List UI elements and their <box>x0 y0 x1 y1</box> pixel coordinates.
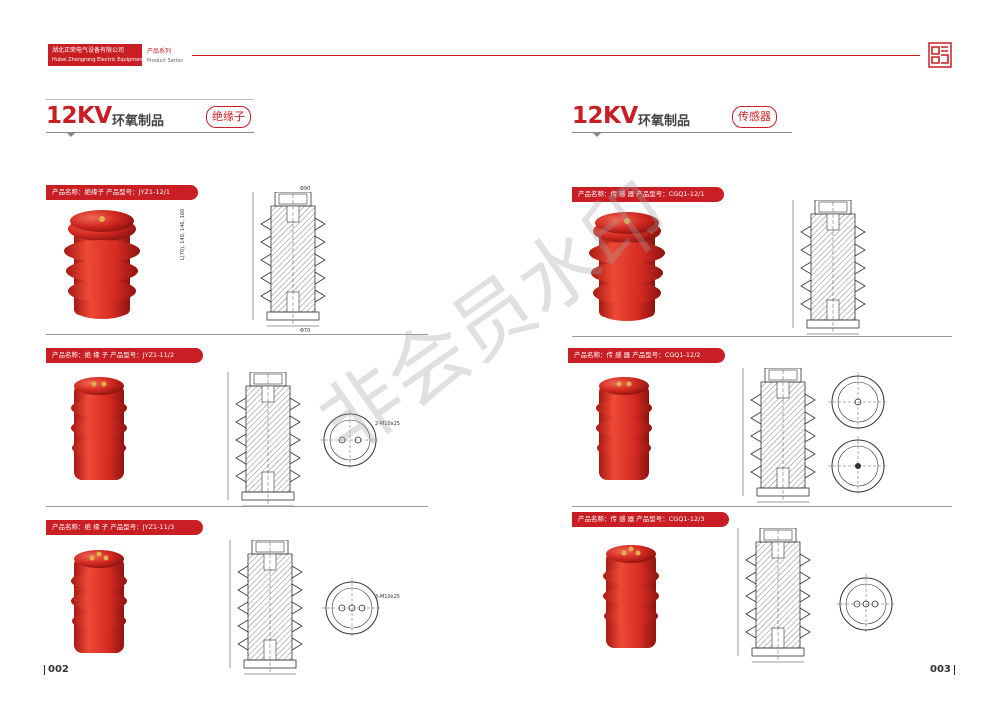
insulator-photo <box>64 210 140 319</box>
right-section-title: 12KV 环氧制品 传感器 <box>572 99 794 139</box>
section-drawing <box>229 540 303 675</box>
section-drawing <box>252 192 326 327</box>
product-separator <box>46 334 428 335</box>
product-separator <box>572 336 952 337</box>
header-rule <box>192 55 920 56</box>
section-drawing <box>737 528 811 663</box>
title-notch <box>592 132 602 137</box>
title-tag: 绝缘子 <box>206 106 251 128</box>
dimension-label-bottom: Φ70 <box>300 328 311 334</box>
product-banner-cgq1-12-2: 产品名称：传 感 器 产品型号：CGQ1-12/2 <box>568 348 725 363</box>
title-tag: 传感器 <box>732 106 777 128</box>
end-view-drawing <box>322 578 383 639</box>
end-view-drawing <box>836 574 896 634</box>
sensor-photo <box>596 377 652 480</box>
title-sub: 环氧制品 <box>638 114 691 129</box>
title-top-line <box>46 99 254 100</box>
company-name-cn: 湖北正荣电气设备有限公司 <box>52 47 125 54</box>
dimension-label-top: Φ90 <box>300 186 311 192</box>
title-rule <box>572 132 792 133</box>
brand-logo-icon <box>928 42 952 68</box>
section-drawing <box>742 368 816 503</box>
end-view-drawing <box>320 410 381 471</box>
product-separator <box>46 506 428 507</box>
end-view-drawing <box>828 372 888 432</box>
company-name-en: Hubei Zhengrong Electric Equipment Co., … <box>52 57 167 63</box>
header-company-block: 湖北正荣电气设备有限公司 Hubei Zhengrong Electric Eq… <box>48 44 167 66</box>
dimension-label-left: L(70), 140, 146, 160 <box>180 208 186 260</box>
insulator-photo <box>71 377 127 480</box>
insulator-photo <box>71 550 127 653</box>
left-section-title: 12KV 环氧制品 绝缘子 <box>46 99 256 139</box>
category-en: Product Series <box>147 58 183 64</box>
header-category-block: 产品系列 Product Series <box>142 44 187 66</box>
product-banner-cgq1-12-3: 产品名称：传 感 器 产品型号：CGQ1-12/3 <box>572 512 729 527</box>
title-kv: 12KV <box>572 103 638 129</box>
dimension-label-hole: 2-M10x25 <box>375 421 400 427</box>
page-number-right-bar <box>954 665 955 675</box>
title-sub: 环氧制品 <box>112 114 165 129</box>
product-separator <box>572 506 952 507</box>
product-banner-cgq1-12-1: 产品名称：传 感 器 产品型号：CGQ1-12/1 <box>572 187 724 202</box>
sensor-photo <box>589 212 665 321</box>
page-number-right: 003 <box>930 664 951 675</box>
page-number-left: 002 <box>48 664 69 675</box>
title-rule <box>46 132 254 133</box>
product-banner-jyz1-11-3: 产品名称：绝 缘 子 产品型号：JYZ1-11/3 <box>46 520 203 535</box>
dimension-label-hole-b: 3-M10x25 <box>375 594 400 600</box>
page-number-left-bar <box>44 665 45 675</box>
product-banner-jyz1-12-1: 产品名称：绝缘子 产品型号：JYZ1-12/1 <box>46 185 198 200</box>
category-cn: 产品系列 <box>147 48 172 55</box>
product-banner-jyz1-11-2: 产品名称：绝 缘 子 产品型号：JYZ1-11/2 <box>46 348 203 363</box>
section-drawing <box>792 200 866 335</box>
title-notch <box>66 132 76 137</box>
end-view-drawing <box>828 436 888 496</box>
sensor-photo <box>603 545 659 648</box>
title-kv: 12KV <box>46 103 112 129</box>
